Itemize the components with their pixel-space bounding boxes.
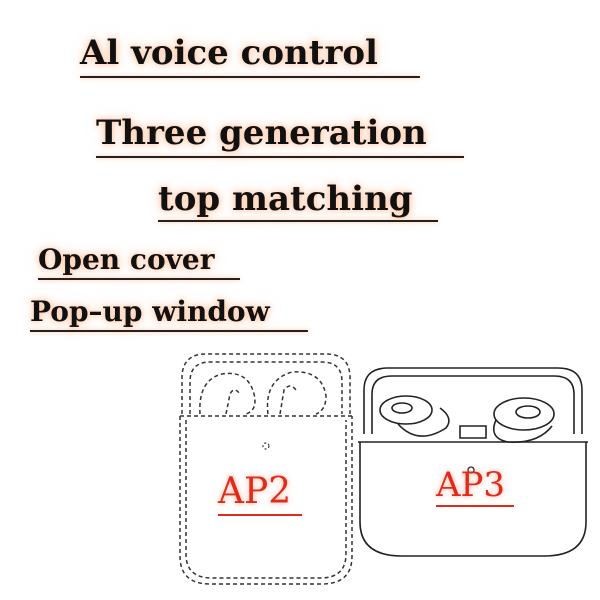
headline-open-cover: Open cover (38, 243, 215, 276)
ap2-case-illustration (179, 353, 353, 585)
headline-three-generation: Three generation (96, 113, 427, 153)
product-label-underline (436, 505, 514, 507)
headline-underline (158, 220, 438, 222)
headline-underline (38, 278, 240, 280)
product-label-ap3: AP3 (436, 465, 506, 505)
headline-popup-window: Pop–up window (30, 295, 270, 328)
headline-underline (80, 76, 420, 78)
product-label-ap2: AP2 (218, 471, 292, 512)
ap3-case-illustration (358, 367, 588, 557)
headline-underline (96, 156, 464, 158)
product-label-underline (218, 514, 302, 516)
headline-top-matching: top matching (158, 179, 413, 219)
headline-ai-voice-control: Al voice control (80, 33, 378, 73)
headline-underline (30, 330, 308, 332)
